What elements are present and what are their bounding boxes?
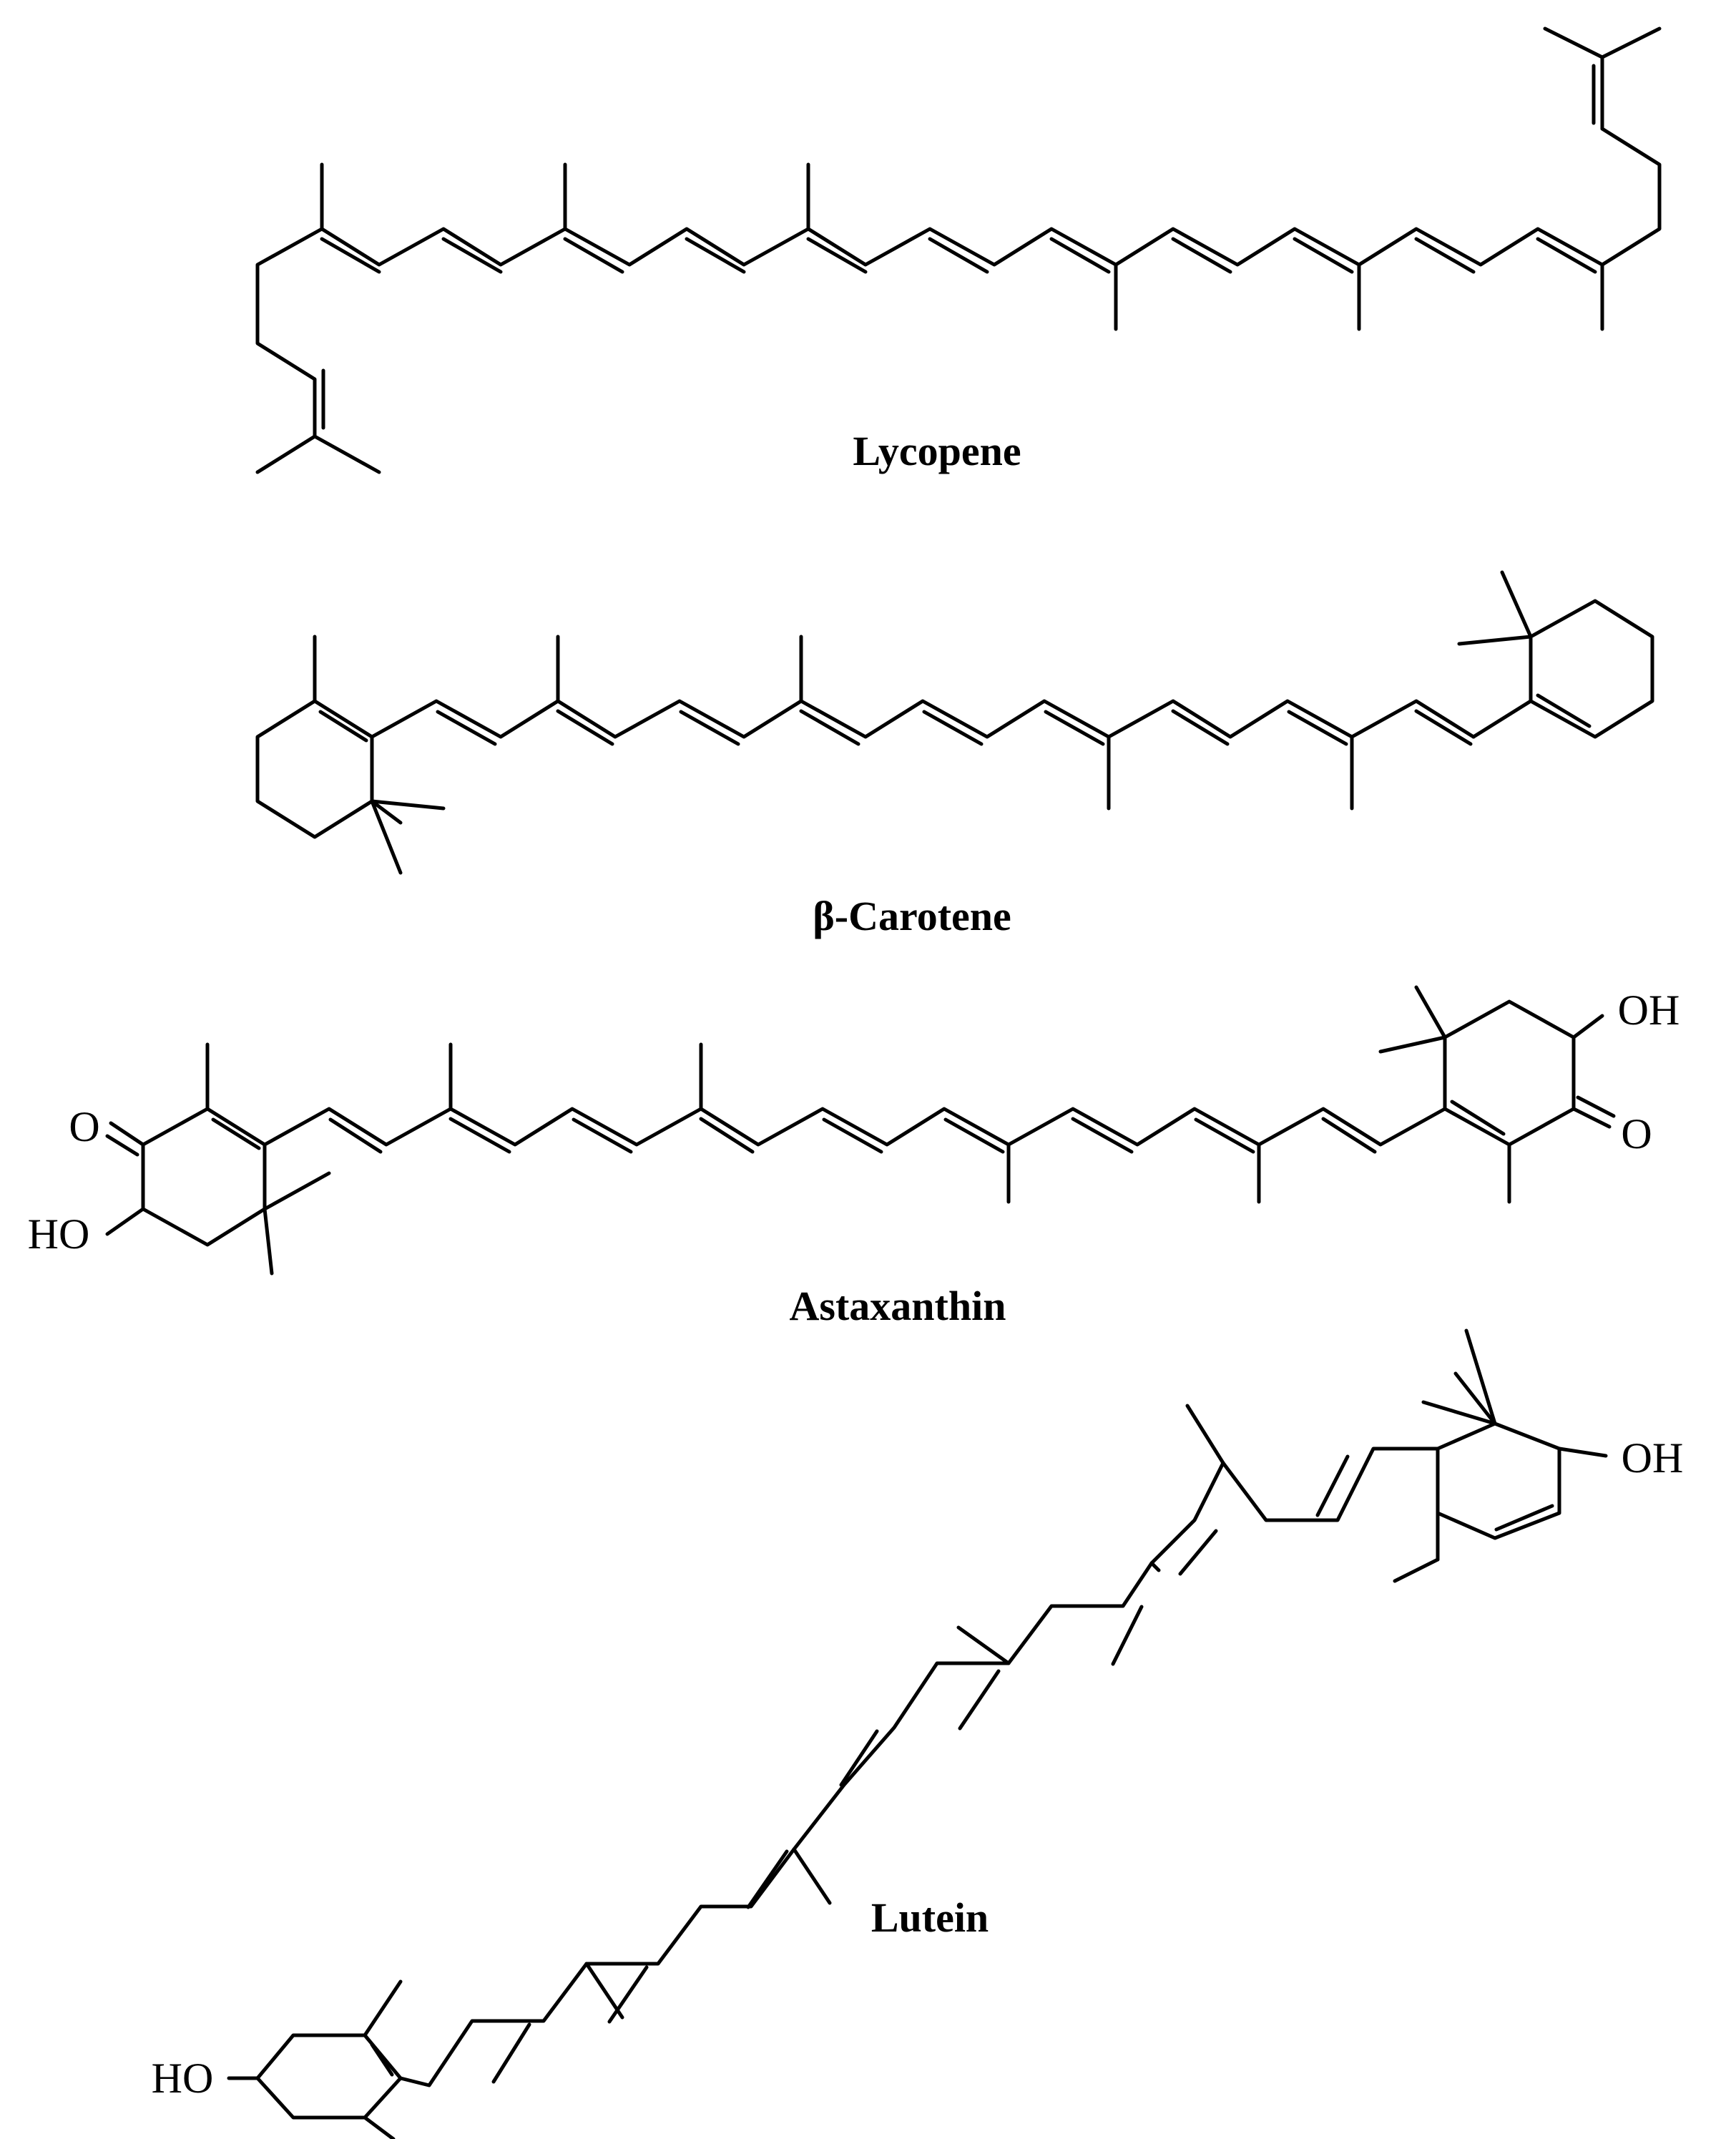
astaxanthin-oxygen-left: O	[69, 1103, 99, 1150]
astaxanthin-hydroxyl-right: OH	[1618, 987, 1680, 1034]
beta-carotene-structure	[255, 570, 1654, 875]
astaxanthin-hydroxyl-left: HO	[28, 1210, 90, 1258]
astaxanthin-caption: Astaxanthin	[790, 1283, 1006, 1329]
astaxanthin-structure	[105, 985, 1616, 1276]
lutein-hydroxyl-right: OH	[1622, 1434, 1684, 1482]
lutein-hydroxyl-left: HO	[152, 2055, 214, 2102]
lycopene-structure	[255, 26, 1662, 474]
astaxanthin-oxygen-right: O	[1621, 1110, 1652, 1157]
lutein-structure	[227, 1328, 1608, 2139]
lutein-caption: Lutein	[871, 1894, 989, 1941]
lycopene-caption: Lycopene	[853, 428, 1021, 474]
beta-carotene-caption: β-Carotene	[813, 893, 1011, 939]
